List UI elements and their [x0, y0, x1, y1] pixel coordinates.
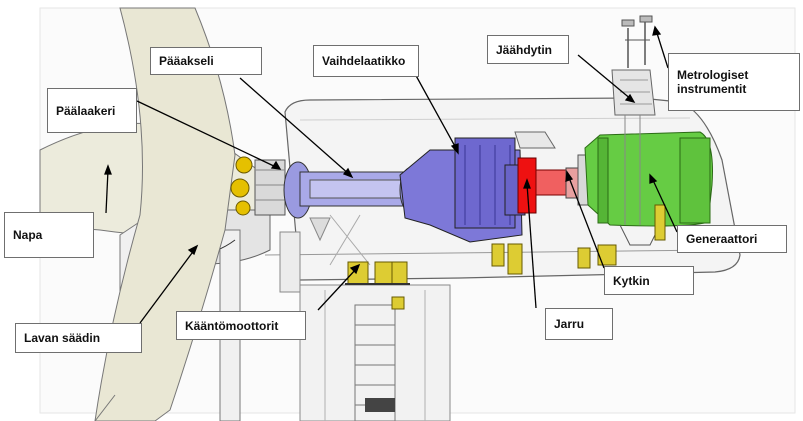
- label-paalaakeri: Päälaakeri: [47, 88, 137, 133]
- blade: [94, 7, 236, 421]
- label-generaattori: Generaattori: [677, 225, 787, 253]
- met-mast: [621, 15, 653, 68]
- label-jarru: Jarru: [545, 308, 613, 340]
- label-napa: Napa: [4, 212, 94, 258]
- leader-lines: [104, 25, 678, 324]
- generator: [584, 131, 713, 246]
- gearbox: [399, 137, 526, 243]
- label-kaantomoottorit: Kääntömoottorit: [176, 311, 306, 340]
- cooler: [611, 69, 656, 225]
- label-jaahdytin: Jäähdytin: [487, 35, 569, 64]
- label-paaakseli: Pääakseli: [150, 47, 262, 75]
- auxiliary-units: [391, 204, 666, 310]
- label-metrologiset-instrumentit: Metrologiset instrumentit: [668, 53, 800, 111]
- tower: [299, 284, 451, 421]
- label-kytkin: Kytkin: [604, 266, 694, 295]
- label-vaihdelaatikko: Vaihdelaatikko: [313, 45, 419, 77]
- yaw-motors: [345, 261, 410, 285]
- label-lavan-saadin: Lavan säädin: [15, 323, 142, 353]
